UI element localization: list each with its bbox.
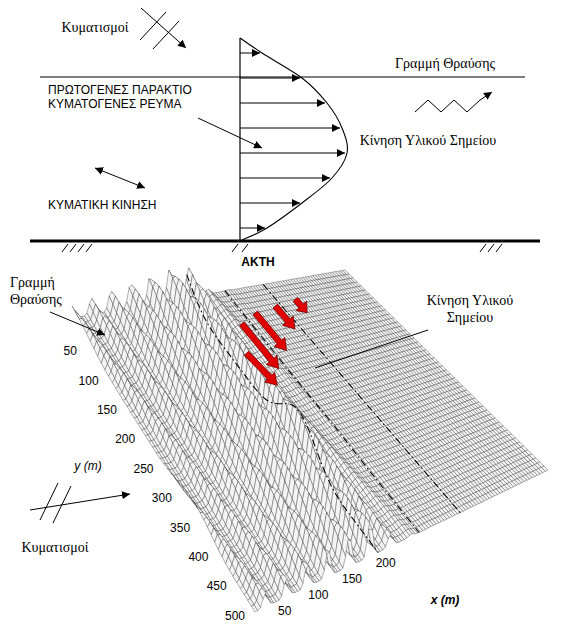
velocity-arrows bbox=[240, 53, 345, 228]
zigzag-arrow bbox=[415, 92, 492, 112]
hatch bbox=[480, 244, 486, 252]
hatch bbox=[232, 244, 238, 252]
wave-crest bbox=[140, 12, 166, 40]
hatch bbox=[496, 244, 502, 252]
hatch bbox=[488, 244, 494, 252]
leader-arrow bbox=[198, 118, 262, 148]
current-profile bbox=[240, 38, 347, 240]
hatch bbox=[86, 244, 92, 252]
wave-crest-symbol bbox=[140, 8, 186, 49]
hatch bbox=[78, 244, 84, 252]
double-arrow bbox=[95, 168, 145, 188]
wave-crest bbox=[153, 21, 179, 49]
ground-hatch bbox=[62, 244, 502, 252]
hatch bbox=[62, 244, 68, 252]
hatch bbox=[242, 244, 248, 252]
hatch bbox=[70, 244, 76, 252]
mesh-cell bbox=[72, 306, 78, 314]
mesh-cell bbox=[76, 312, 82, 319]
